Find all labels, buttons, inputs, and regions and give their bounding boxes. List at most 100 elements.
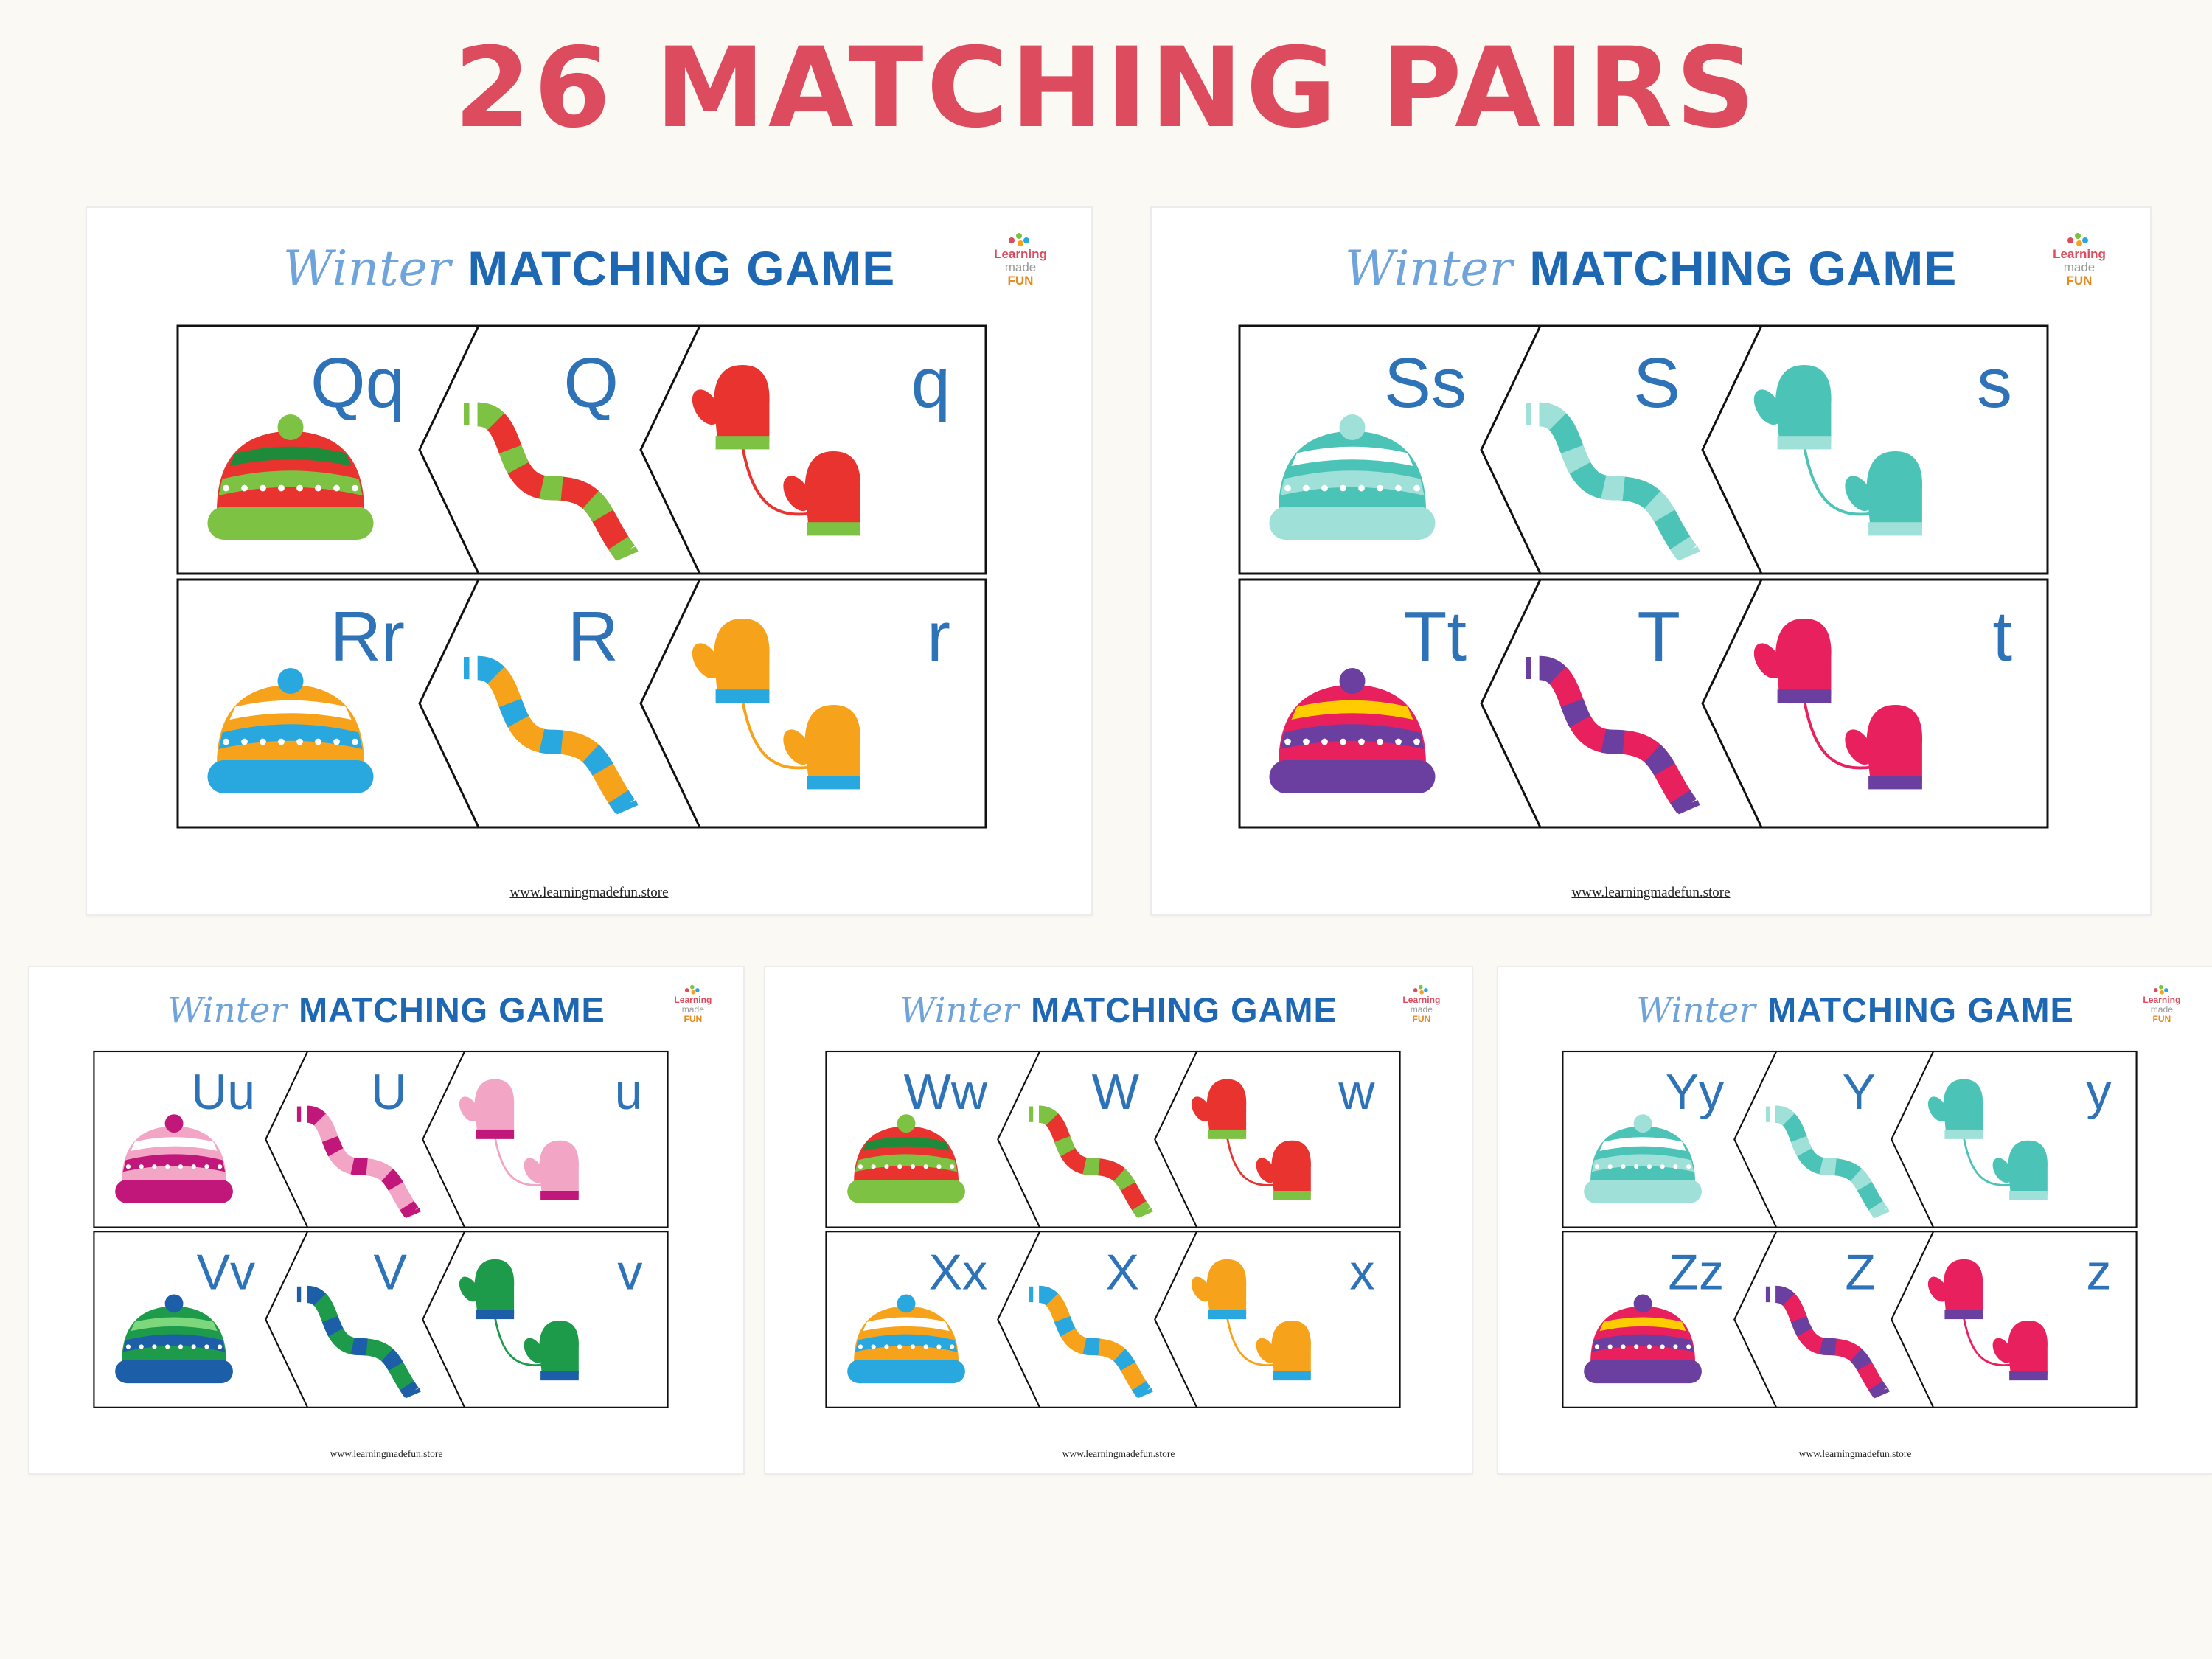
hat-dot <box>1595 1164 1600 1169</box>
mittens-illustration <box>459 1079 580 1200</box>
hat-illustration <box>847 1294 966 1383</box>
mittens-piece <box>1192 1259 1312 1380</box>
letter-uppercase: W <box>1092 1064 1140 1120</box>
puzzle-cut-line <box>265 1051 309 1228</box>
scarf-illustration <box>1526 402 1700 561</box>
scarf-piece <box>297 1105 422 1218</box>
letter-uppercase: V <box>374 1244 408 1300</box>
mitten-thumb <box>1753 643 1782 679</box>
hat-pompom <box>277 414 304 440</box>
scarf-piece <box>1029 1285 1154 1398</box>
logo-dot <box>1413 988 1418 993</box>
mitten-cuff <box>1273 1370 1312 1380</box>
mitten-hand <box>1866 705 1923 782</box>
hat-stripe <box>1599 1136 1687 1151</box>
logo-text: FUN <box>1412 1013 1431 1024</box>
hat-dot <box>1284 738 1291 745</box>
mittens-piece <box>459 1079 580 1200</box>
mitten-string <box>1226 1136 1276 1186</box>
mitten-thumb <box>1928 1096 1948 1121</box>
logo-dot <box>1423 988 1428 993</box>
hat-dot <box>260 484 266 492</box>
mitten-cuff <box>1777 689 1832 703</box>
logo-sparkle-icon <box>1413 985 1428 995</box>
hat-dot <box>897 1164 902 1169</box>
puzzle-cut-line <box>422 1231 466 1408</box>
hat-brim <box>207 507 374 540</box>
scarf-piece <box>1029 1105 1154 1218</box>
mitten-hand <box>1271 1320 1312 1375</box>
scarf-illustration <box>464 655 639 815</box>
logo-text: Learning <box>2143 995 2181 1006</box>
hat-dot <box>296 484 303 492</box>
hat-dot <box>218 1343 223 1349</box>
scarf-stripes <box>306 1105 420 1217</box>
hat-pompom <box>1339 668 1366 694</box>
hat-stripe <box>131 1136 218 1151</box>
letter-pair: Yy <box>1666 1064 1725 1120</box>
mitten-hand <box>804 705 861 782</box>
letter-uppercase: X <box>1106 1244 1139 1300</box>
mitten-thumb <box>1845 729 1873 765</box>
mitten-thumb <box>1192 1276 1211 1301</box>
hat-dot <box>1284 484 1291 492</box>
scarf-illustration <box>1526 655 1700 815</box>
letter-lowercase: w <box>1338 1064 1376 1120</box>
hat-piece <box>1584 1294 1703 1383</box>
scarf-illustration <box>297 1285 422 1398</box>
hat-stripe <box>1291 700 1413 720</box>
mitten-string <box>1226 1316 1276 1366</box>
mitten-cuff <box>1868 522 1922 536</box>
hat-brim <box>207 760 374 793</box>
hat-dot <box>1686 1164 1691 1169</box>
letter-lowercase: r <box>927 597 950 676</box>
letter-lowercase: u <box>615 1064 643 1120</box>
mitten-string <box>494 1316 543 1366</box>
mittens-piece <box>459 1259 580 1380</box>
mittens-piece <box>692 619 861 790</box>
scarf-illustration <box>1766 1285 1891 1398</box>
logo-dot <box>2076 240 2082 246</box>
mitten-cuff <box>540 1370 580 1380</box>
letter-lowercase: t <box>1992 597 2012 676</box>
scarf-piece <box>297 1285 422 1398</box>
scarf-stripes <box>1538 655 1697 814</box>
hat-brim <box>847 1359 966 1383</box>
hat-stripe <box>855 1153 958 1172</box>
mittens-piece <box>1192 1079 1312 1200</box>
scarf-stripes <box>476 655 635 814</box>
hat-dot <box>923 1343 929 1349</box>
puzzle-cut-line <box>639 325 701 574</box>
hat-dot <box>1660 1343 1666 1349</box>
hat-dot <box>911 1343 916 1349</box>
hat-illustration <box>1269 414 1436 540</box>
letter-uppercase: R <box>568 597 619 676</box>
mitten-cuff <box>476 1129 515 1139</box>
hat-dot <box>296 738 303 745</box>
hat-illustration <box>1584 1294 1703 1383</box>
title-matching-game: MATCHING GAME <box>467 241 896 296</box>
hat-dot <box>950 1343 955 1349</box>
hat-dot <box>278 738 285 745</box>
puzzle-cut-line <box>1701 579 1763 828</box>
hat-dot <box>139 1164 145 1169</box>
hat-dot <box>1303 484 1310 492</box>
letter-pair: Zz <box>1669 1244 1725 1300</box>
hat-piece <box>207 668 374 793</box>
sheet-footer-url: www.learningmadefun.store <box>509 885 669 900</box>
logo-text: made <box>1004 260 1037 274</box>
mitten-string <box>1963 1316 2012 1366</box>
hat-dot <box>1607 1343 1613 1349</box>
scarf-fringe <box>404 1388 422 1398</box>
mitten-thumb <box>783 729 811 765</box>
hat-dot <box>897 1343 902 1349</box>
logo-text: made <box>2150 1004 2173 1015</box>
hat-stripe <box>1280 470 1425 495</box>
mittens-illustration <box>1928 1259 2048 1380</box>
